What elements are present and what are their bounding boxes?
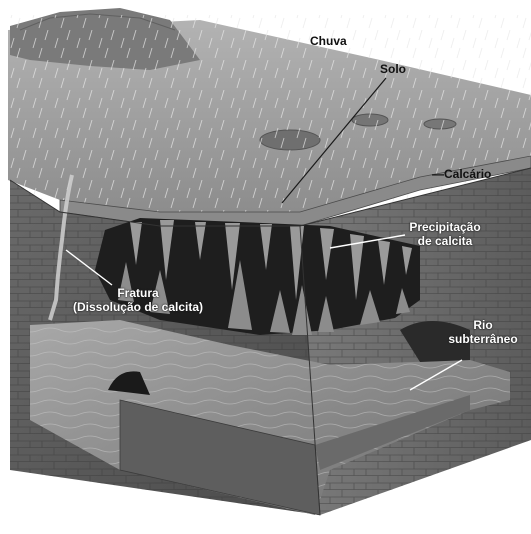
fracture-label-line2: (Dissolução de calcita) xyxy=(58,300,218,314)
precipitation-label: Precipitação de calcita xyxy=(404,220,486,248)
limestone-label: —Calcário xyxy=(432,167,491,181)
river-label-line1: Rio xyxy=(440,318,526,332)
precipitation-label-line1: Precipitação xyxy=(404,220,486,234)
fracture-label-line1: Fratura xyxy=(58,286,218,300)
fracture-label: Fratura (Dissolução de calcita) xyxy=(58,286,218,314)
river-label: Rio subterrâneo xyxy=(440,318,526,346)
soil-label: Solo xyxy=(380,62,406,76)
precipitation-label-line2: de calcita xyxy=(404,234,486,248)
river-label-line2: subterrâneo xyxy=(440,332,526,346)
rain-label: Chuva xyxy=(310,34,347,48)
